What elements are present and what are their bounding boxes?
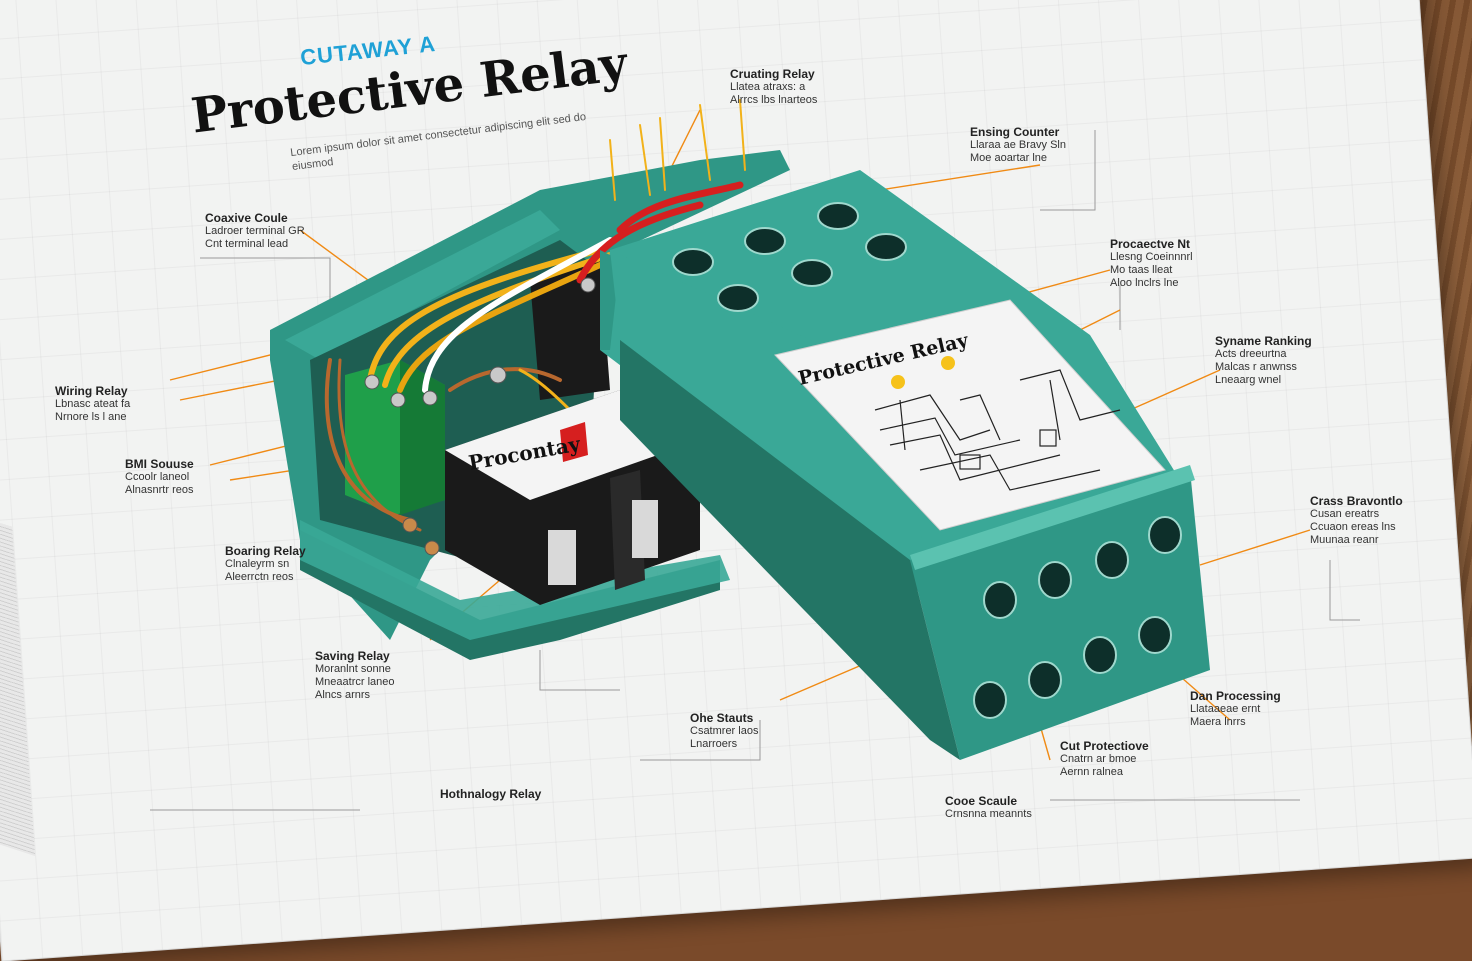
callout-title: Cut Protectiove (1060, 739, 1149, 753)
callout-line: Llatea atraxs: a (730, 81, 806, 93)
callout-cooe-scaule: Cooe Scaule Crnsnna meannts (945, 795, 1032, 821)
callout-cruating-relay: Cruating Relay Llatea atraxs: a Alrrcs l… (730, 68, 817, 107)
callout-title: Hothnalogy Relay (440, 787, 542, 801)
terminal-screws (364, 277, 596, 556)
callout-line: Ccuaon ereas lns (1310, 521, 1396, 533)
callout-line: Mo taas lleat (1110, 264, 1173, 276)
callout-ensing-counter: Ensing Counter Llaraa ae Bravy Sln Moe a… (970, 126, 1066, 165)
callout-title: Ensing Counter (970, 125, 1060, 139)
callout-line: Moe aoartar lne (970, 152, 1048, 164)
relay-illustration: Procontay (150, 99, 1360, 811)
callout-title: Cruating Relay (730, 67, 815, 81)
callout-line: Lbnasc ateat fa (55, 398, 131, 410)
callout-line: Alncs arnrs (315, 689, 371, 701)
callout-line: Llataaeae ernt (1190, 703, 1261, 715)
callout-title: Procaectve Nt (1110, 237, 1191, 251)
callout-ohe-stauts: Ohe Stauts Csatmrer laos Lnarroers (690, 712, 758, 751)
callout-line: Cnatrn ar bmoe (1060, 753, 1137, 765)
callout-line: Llesng Coeinnnrl (1110, 251, 1193, 263)
callout-title: Ohe Stauts (690, 711, 754, 725)
callout-line: Acts dreeurtna (1215, 348, 1287, 360)
grey-leader-lines (150, 130, 1360, 811)
callout-boaring-relay: Boaring Relay Clnaleyrm sn Aleerrctn reo… (225, 545, 306, 584)
callout-line: Maera lnrrs (1190, 716, 1246, 728)
callout-line: Lneaarg wnel (1215, 374, 1282, 386)
callout-line: Aloo lnclrs lne (1110, 277, 1179, 289)
callout-line: Alrrcs lbs lnarteos (730, 94, 818, 106)
callout-title: Boaring Relay (225, 544, 306, 558)
callout-wiring-relay: Wiring Relay Lbnasc ateat fa Nrnore ls l… (55, 385, 130, 424)
front-terminal-holes (973, 516, 1182, 719)
schematic-lines (874, 369, 1121, 491)
callout-line: Crnsnna meannts (945, 808, 1032, 820)
callout-title: Crass Bravontlo (1310, 494, 1403, 508)
callout-line: Ladroer terminal GR (205, 225, 305, 237)
callout-title: BMI Souuse (125, 457, 194, 471)
callout-line: Alnasnrtr reos (125, 484, 194, 496)
callout-procaectve-nt: Procaectve Nt Llesng Coeinnnrl Mo taas l… (1110, 238, 1193, 290)
callout-line: Lnarroers (690, 738, 738, 750)
callout-saving-relay: Saving Relay Moranlnt sonne Mneaatrcr la… (315, 650, 395, 702)
coil-block (345, 360, 445, 515)
callout-line: Aernn ralnea (1060, 766, 1123, 778)
face-plate (774, 299, 1166, 531)
callout-line: Cusan ereatrs (1310, 508, 1380, 520)
callout-line: Llaraa ae Bravy Sln (970, 139, 1066, 151)
callout-dan-processing: Dan Processing Llataaeae ernt Maera lnrr… (1190, 690, 1281, 729)
callout-title: Syname Ranking (1215, 334, 1312, 348)
callout-syname-ranking: Syname Ranking Acts dreeurtna Malcas r a… (1215, 335, 1312, 387)
contact-block (530, 260, 610, 400)
callout-line: Clnaleyrm sn (225, 558, 290, 570)
callout-title: Coaxive Coule (205, 211, 288, 225)
callout-line: Csatmrer laos (690, 725, 759, 737)
wiring (324, 99, 746, 532)
callout-title: Wiring Relay (55, 384, 128, 398)
callout-cut-protectiove: Cut Protectiove Cnatrn ar bmoe Aernn ral… (1060, 740, 1149, 779)
callout-line: Cnt terminal lead (205, 238, 289, 250)
callout-bmi-souuse: BMI Souuse Ccoolr laneol Alnasnrtr reos (125, 458, 194, 497)
callout-hothnalogy-relay: Hothnalogy Relay (440, 788, 541, 801)
top-terminal-holes (672, 202, 907, 312)
callout-crass-bravontlo: Crass Bravontlo Cusan ereatrs Ccuaon ere… (1310, 495, 1403, 547)
callout-title: Saving Relay (315, 649, 390, 663)
callout-line: Aleerrctn reos (225, 571, 294, 583)
callout-line: Moranlnt sonne (315, 663, 391, 675)
callout-title: Cooe Scaule (945, 794, 1018, 808)
callout-title: Dan Processing (1190, 689, 1281, 703)
callout-line: Muunaa reanr (1310, 534, 1379, 546)
callout-coaxive-coule: Coaxive Coule Ladroer terminal GR Cnt te… (205, 212, 305, 251)
callout-line: Mneaatrcr laneo (315, 676, 395, 688)
callout-line: Ccoolr laneol (125, 471, 190, 483)
callout-line: Malcas r anwnss (1215, 361, 1297, 373)
callout-line: Nrnore ls l ane (55, 411, 127, 423)
